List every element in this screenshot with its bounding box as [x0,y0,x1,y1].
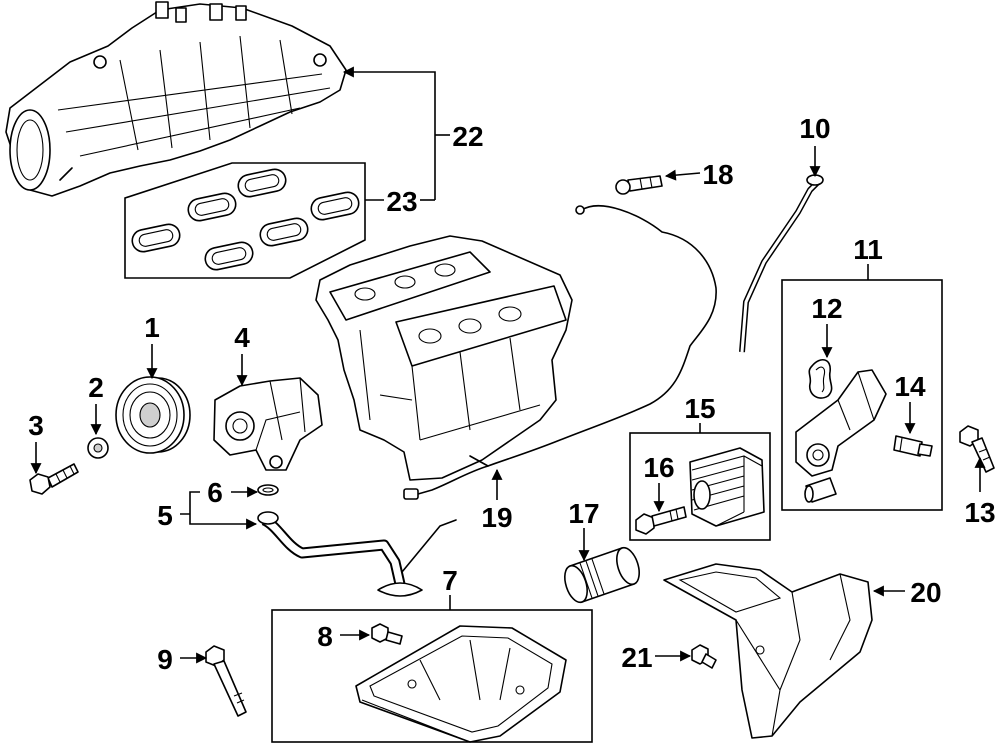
intake-gasket-set [131,168,360,271]
bolt-3 [29,463,79,495]
oil-filter [564,546,640,604]
callout-18[interactable]: 18 [702,159,733,190]
callout-4[interactable]: 4 [234,322,250,353]
callout-23[interactable]: 23 [386,186,417,217]
callout-21[interactable]: 21 [621,642,652,673]
thermostat-housing [795,369,887,477]
oil-pan-group-box [271,609,593,743]
sensor-18 [615,175,663,195]
intake-gasket [131,223,181,253]
cooler-bolt-16 [635,506,687,535]
intake-manifold [5,1,347,197]
oil-baffle [663,563,873,739]
callout-17[interactable]: 17 [568,498,599,529]
callout-19[interactable]: 19 [481,502,512,533]
gasket-group-box [124,162,366,279]
bracket-5 [180,491,256,524]
intake-gasket [310,191,360,221]
intake-gasket [204,241,254,271]
callout-22[interactable]: 22 [452,121,483,152]
oil-cooler [689,447,765,527]
bolt-8 [371,623,403,645]
crankshaft-pulley [115,376,191,454]
intake-gasket [237,168,287,198]
callout-15[interactable]: 15 [684,393,715,424]
intake-gasket [259,217,309,247]
callout-10[interactable]: 10 [799,113,830,144]
callout-12[interactable]: 12 [811,293,842,324]
intake-gasket [187,192,237,222]
callout-2[interactable]: 2 [88,372,104,403]
callout-13[interactable]: 13 [964,497,995,528]
bracket-22 [342,66,436,200]
bolt-9 [205,645,247,717]
callout-11[interactable]: 11 [853,234,883,265]
wiring-harness [403,205,717,500]
callout-7[interactable]: 7 [442,565,458,596]
coolant-tube-insert [804,477,837,503]
housing-gasket-12 [808,359,833,399]
callout-1[interactable]: 1 [144,312,160,343]
arrow-18 [664,169,701,181]
bolt-13 [959,425,995,473]
oil-pickup-tube [257,511,457,597]
callout-9[interactable]: 9 [157,644,173,675]
callout-20[interactable]: 20 [910,577,941,608]
callout-8[interactable]: 8 [317,621,333,652]
callout-16[interactable]: 16 [643,452,674,483]
thermostat-group-box [781,279,943,511]
bolt-21 [691,644,717,669]
oil-pump [213,377,323,471]
engine-block [315,235,573,481]
temperature-sensor-14 [893,435,933,457]
o-ring [257,484,279,496]
callout-3[interactable]: 3 [28,410,44,441]
oil-pan [355,625,567,743]
callout-14[interactable]: 14 [894,371,926,402]
callout-5[interactable]: 5 [157,500,173,531]
callout-6[interactable]: 6 [207,477,223,508]
washer [87,437,109,459]
oil-dipstick [739,174,824,353]
